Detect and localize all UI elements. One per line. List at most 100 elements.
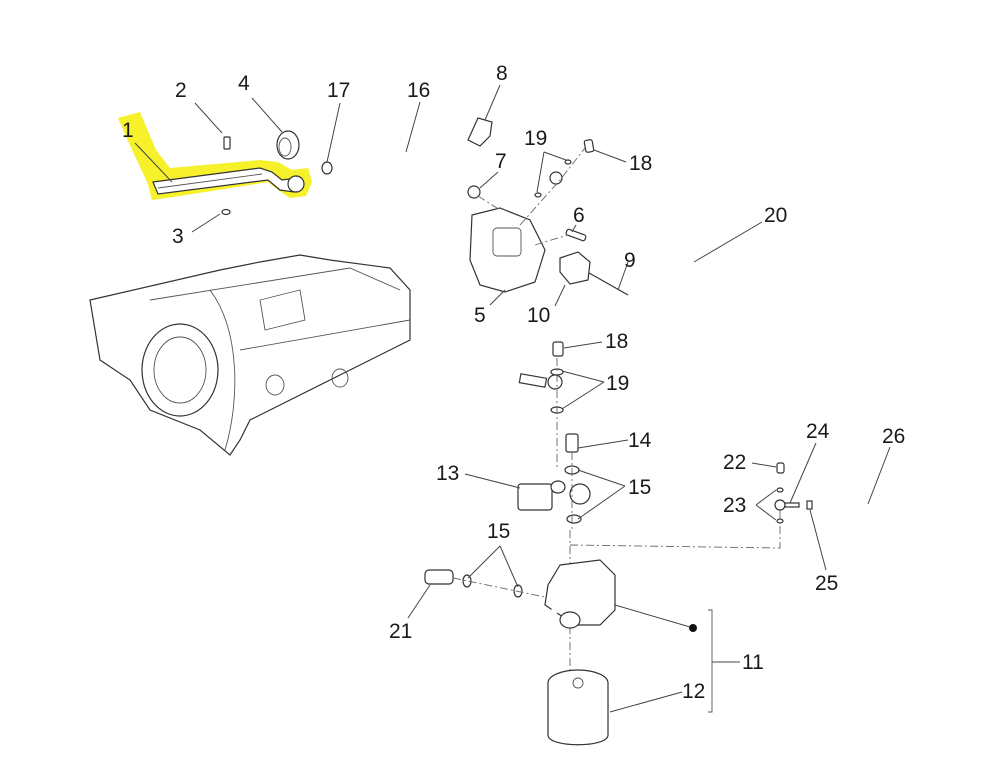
callout-8[interactable]: 8 xyxy=(496,62,508,85)
callout-1[interactable]: 1 xyxy=(122,119,134,142)
callout-22[interactable]: 22 xyxy=(723,451,746,474)
leader-19a-1 xyxy=(543,151,567,161)
part-18-bolt-top[interactable] xyxy=(583,139,595,153)
part-7-nut[interactable] xyxy=(467,185,481,199)
part-2-screw[interactable] xyxy=(223,136,231,150)
lower-hose-inner xyxy=(461,585,558,676)
part-5-sensor[interactable] xyxy=(469,207,546,293)
leader-26 xyxy=(867,446,891,505)
filter-head-body xyxy=(544,559,616,626)
callout-3[interactable]: 3 xyxy=(172,225,184,248)
callout-18b[interactable]: 18 xyxy=(605,330,628,353)
part-23-washer-b[interactable] xyxy=(776,518,784,524)
hose-20-banjo xyxy=(549,171,563,185)
part-11-filter-head[interactable] xyxy=(544,559,697,632)
part-21-banjo-bolt[interactable] xyxy=(424,569,454,585)
callout-12[interactable]: 12 xyxy=(682,680,705,703)
part-26-hose[interactable] xyxy=(821,503,965,550)
leader-lines xyxy=(134,84,891,713)
part-20-hose[interactable] xyxy=(549,171,705,588)
callout-7[interactable]: 7 xyxy=(495,150,507,173)
part-17-nut[interactable] xyxy=(321,161,333,175)
part-18-bolt-mid[interactable] xyxy=(552,341,564,357)
solenoid-port xyxy=(550,480,566,494)
hose-20-inner xyxy=(558,176,705,588)
part-8-bracket[interactable] xyxy=(467,117,493,147)
hose-16-ferrule xyxy=(518,373,548,388)
part-25-clamp[interactable] xyxy=(806,500,813,510)
axis-top-a xyxy=(477,195,501,211)
leader-13 xyxy=(464,473,521,489)
part-23-washer-a[interactable] xyxy=(776,487,784,493)
callout-6[interactable]: 6 xyxy=(573,204,585,227)
callout-17[interactable]: 17 xyxy=(327,79,350,102)
part-19-washer-top-a[interactable] xyxy=(564,159,572,165)
assembly-bracket xyxy=(708,609,713,713)
part-14-bolt[interactable] xyxy=(565,433,579,453)
callout-24[interactable]: 24 xyxy=(806,420,830,443)
part-15-washer-b[interactable] xyxy=(566,514,582,524)
part-19-washer-top-b[interactable] xyxy=(534,192,542,198)
callout-5[interactable]: 5 xyxy=(474,304,486,327)
part-16-hose[interactable] xyxy=(334,149,563,390)
callout-labels: 1 2 3 4 5 6 7 8 9 10 11 12 13 14 15 15 1… xyxy=(122,62,905,703)
block-gasket xyxy=(209,289,236,451)
callout-26[interactable]: 26 xyxy=(882,425,905,448)
callout-19a[interactable]: 19 xyxy=(524,127,547,150)
leader-17 xyxy=(326,102,341,163)
part-13-solenoid[interactable] xyxy=(517,480,591,511)
part-6-pin[interactable] xyxy=(565,228,587,242)
block-web xyxy=(259,289,306,331)
leader-9 xyxy=(617,261,629,291)
callout-15b[interactable]: 15 xyxy=(487,520,510,543)
part-4-sleeve[interactable] xyxy=(276,130,300,160)
leader-21 xyxy=(407,584,431,619)
callout-15a[interactable]: 15 xyxy=(628,476,651,499)
leader-11-dot xyxy=(614,604,691,628)
lower-hose[interactable] xyxy=(461,585,558,676)
part-1-pickup-pipe[interactable] xyxy=(118,112,312,200)
sleeve-bore xyxy=(278,137,292,157)
part-24-banjo[interactable] xyxy=(774,499,800,511)
leader-18a xyxy=(593,149,627,163)
callout-18a[interactable]: 18 xyxy=(629,152,652,175)
hose-16-banjo xyxy=(547,374,563,390)
banjo-24-stem xyxy=(784,502,800,508)
sensor-connector xyxy=(492,227,522,257)
part-22-bolt[interactable] xyxy=(776,462,785,474)
callout-14[interactable]: 14 xyxy=(628,429,652,452)
callout-19b[interactable]: 19 xyxy=(606,372,629,395)
filter-center-hole xyxy=(572,677,584,689)
callout-11[interactable]: 11 xyxy=(742,651,764,674)
sleeve-body xyxy=(276,130,300,160)
callout-20[interactable]: 20 xyxy=(764,204,787,227)
leader-7 xyxy=(479,171,499,189)
screw-shape xyxy=(223,136,231,150)
leader-1 xyxy=(134,142,173,183)
pipe-flange xyxy=(287,175,305,193)
assembly-marker-dot xyxy=(689,624,697,632)
callout-23[interactable]: 23 xyxy=(723,494,746,517)
callout-9[interactable]: 9 xyxy=(624,249,636,272)
callout-16[interactable]: 16 xyxy=(407,79,430,102)
callout-13[interactable]: 13 xyxy=(436,462,459,485)
block-bore-inner xyxy=(153,336,207,404)
leader-2 xyxy=(194,102,223,134)
leader-15a-1 xyxy=(577,469,626,487)
part-3-o-ring[interactable] xyxy=(221,208,231,216)
hose-26-inner xyxy=(821,503,965,550)
part-12-oil-filter[interactable] xyxy=(547,669,609,746)
callout-21[interactable]: 21 xyxy=(389,620,412,643)
part-15-washer-c[interactable] xyxy=(462,574,472,588)
callout-25[interactable]: 25 xyxy=(815,572,838,595)
leader-18b xyxy=(563,341,603,349)
callout-10[interactable]: 10 xyxy=(527,304,550,327)
axis-top-c xyxy=(534,234,569,246)
part-10-gasket[interactable] xyxy=(559,251,591,285)
callout-4[interactable]: 4 xyxy=(238,72,250,95)
leader-19a-2 xyxy=(536,151,545,193)
leader-15b-2 xyxy=(499,545,519,588)
axis-center xyxy=(556,358,573,720)
callout-2[interactable]: 2 xyxy=(175,79,187,102)
